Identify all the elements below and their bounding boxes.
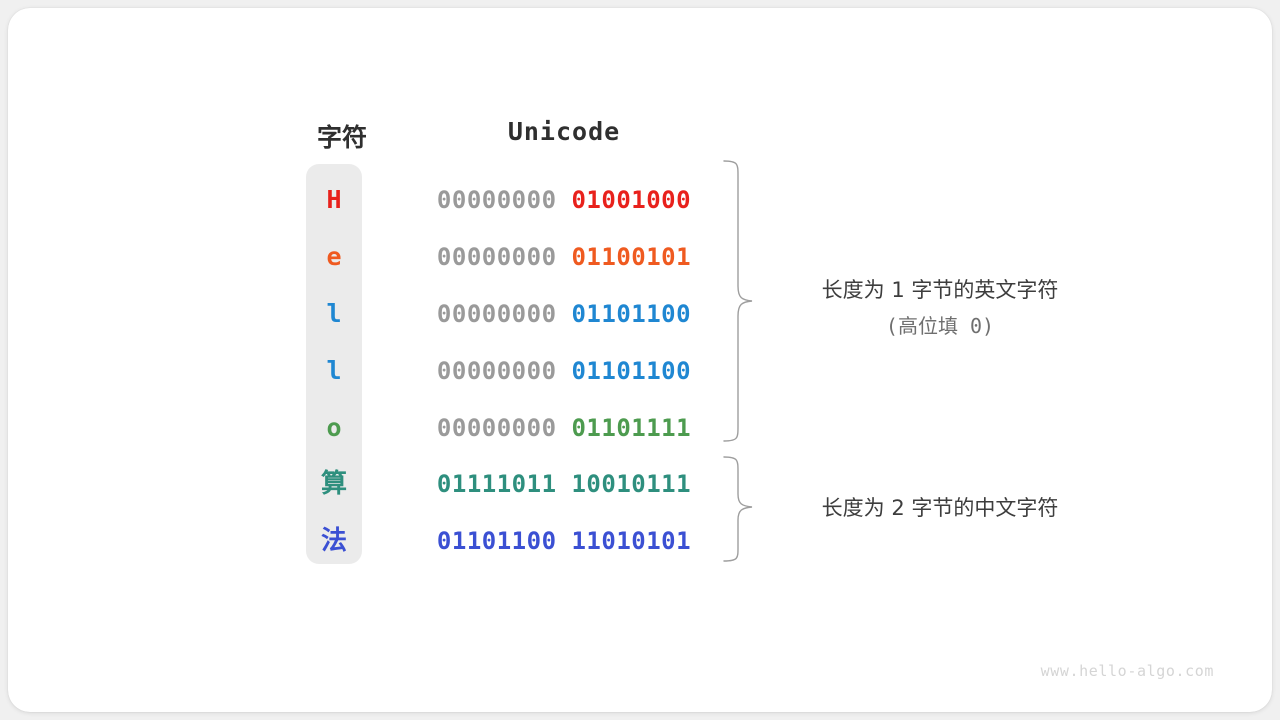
binary-gap-3 — [557, 357, 572, 385]
binary-low-byte-1: 01100101 — [571, 243, 692, 271]
binary-row-0: 00000000 01001000 — [424, 185, 704, 215]
binary-row-3: 00000000 01101100 — [424, 356, 704, 386]
binary-gap-4 — [557, 414, 572, 442]
binary-gap-0 — [557, 186, 572, 214]
binary-gap-2 — [557, 300, 572, 328]
binary-low-byte-0: 01001000 — [571, 186, 692, 214]
binary-high-byte-6: 01101100 — [436, 527, 557, 555]
binary-low-byte-6: 11010101 — [571, 527, 692, 555]
binary-gap-1 — [557, 243, 572, 271]
char-cell-3: l — [326, 356, 342, 385]
binary-low-byte-2: 01101100 — [571, 300, 692, 328]
header-unicode-column: Unicode — [507, 117, 621, 146]
binary-high-byte-4: 00000000 — [436, 414, 557, 442]
binary-high-byte-1: 00000000 — [436, 243, 557, 271]
diagram-card: 字符 Unicode H e l l o 算 法 00000000 010010… — [8, 8, 1272, 712]
annotation-one-byte-sub: (高位填 0) — [885, 314, 995, 338]
binary-high-byte-5: 01111011 — [436, 470, 557, 498]
char-cell-6: 法 — [320, 526, 347, 556]
header-char-column: 字符 — [316, 124, 367, 152]
annotation-two-byte: 长度为 2 字节的中文字符 — [756, 490, 1124, 526]
char-cell-2: l — [326, 299, 342, 328]
watermark: www.hello-algo.com — [1040, 662, 1214, 680]
brace-two-byte — [723, 456, 753, 562]
char-cell-4: o — [326, 413, 342, 442]
binary-high-byte-3: 00000000 — [436, 357, 557, 385]
binary-row-1: 00000000 01100101 — [424, 242, 704, 272]
annotation-two-byte-title: 长度为 2 字节的中文字符 — [821, 496, 1059, 520]
binary-high-byte-0: 00000000 — [436, 186, 557, 214]
diagram-stage: 字符 Unicode H e l l o 算 法 00000000 010010… — [8, 8, 1272, 712]
binary-gap-6 — [557, 527, 572, 555]
binary-row-6: 01101100 11010101 — [424, 526, 704, 556]
binary-row-2: 00000000 01101100 — [424, 299, 704, 329]
binary-low-byte-4: 01101111 — [571, 414, 692, 442]
char-cell-0: H — [326, 185, 342, 214]
char-cell-1: e — [326, 242, 342, 271]
char-cell-5: 算 — [320, 469, 347, 499]
binary-row-4: 00000000 01101111 — [424, 413, 704, 443]
char-column-pill — [306, 164, 362, 564]
brace-one-byte — [723, 160, 753, 442]
binary-low-byte-3: 01101100 — [571, 357, 692, 385]
binary-gap-5 — [557, 470, 572, 498]
binary-low-byte-5: 10010111 — [571, 470, 692, 498]
binary-high-byte-2: 00000000 — [436, 300, 557, 328]
binary-row-5: 01111011 10010111 — [424, 469, 704, 499]
annotation-one-byte-title: 长度为 1 字节的英文字符 — [821, 278, 1059, 302]
annotation-one-byte: 长度为 1 字节的英文字符 (高位填 0) — [756, 272, 1124, 344]
